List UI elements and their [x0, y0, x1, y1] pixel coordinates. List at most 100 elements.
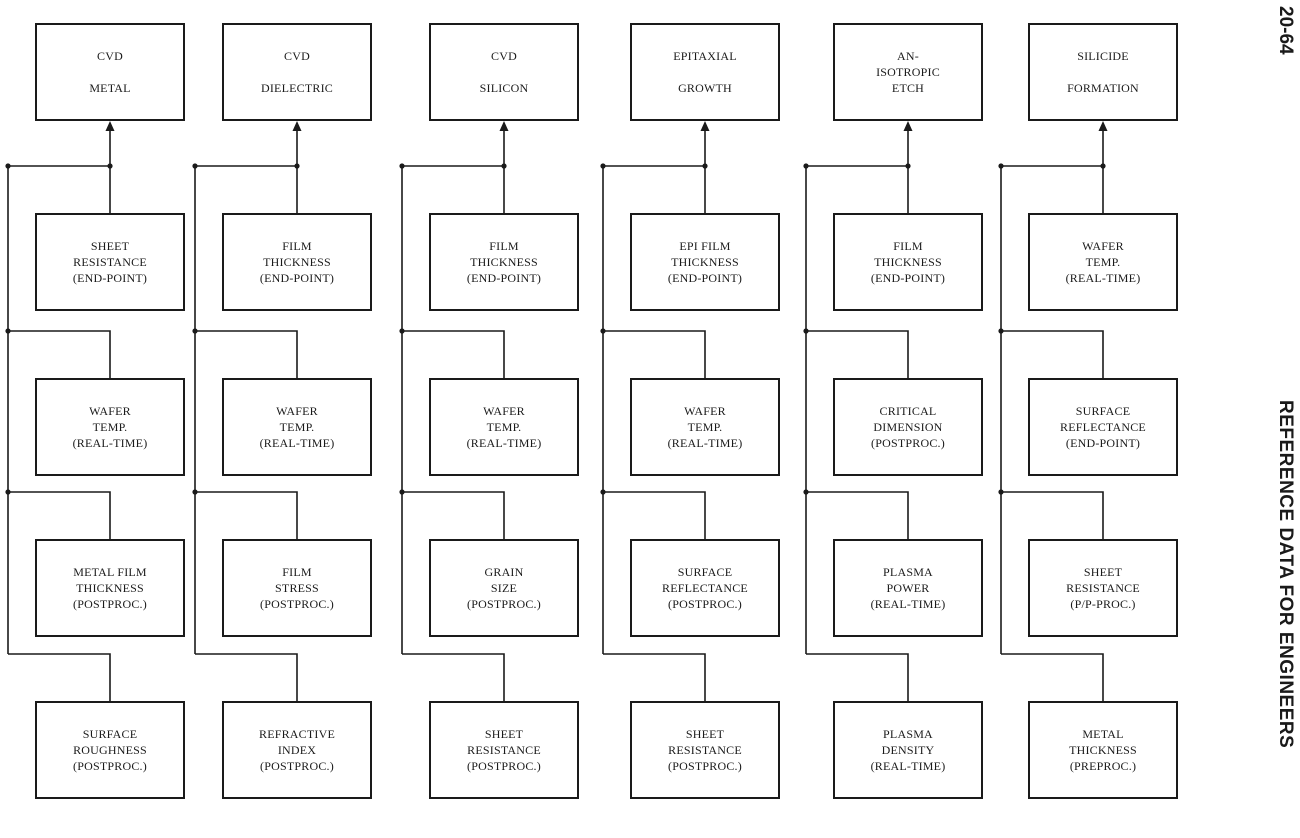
branch-line-1-1: [8, 165, 111, 214]
page-number: 20-64: [1275, 6, 1296, 55]
sensor-box-6-3-line-3: (P/P-PROC.): [1070, 597, 1135, 611]
sensor-box-5-2-line-2: DIMENSION: [873, 420, 942, 434]
arrowhead-2: [292, 121, 302, 131]
sensor-box-5-2-line-3: (POSTPROC.): [871, 436, 945, 450]
junction-dot-3-2: [399, 328, 405, 334]
sensor-box-5-3-line-3: (REAL-TIME): [871, 597, 946, 611]
sensor-box-4-1-frame: [630, 213, 780, 311]
sensor-box-3-2-line-3: (REAL-TIME): [467, 436, 542, 450]
sensor-box-4-3-line-2: REFLECTANCE: [662, 581, 748, 595]
branch-line-1-4: [8, 653, 111, 702]
sensor-box-5-2: CRITICAL DIMENSION (POSTPROC.): [833, 378, 983, 476]
process-box-3-frame: [429, 23, 579, 121]
sensor-box-5-2-frame: [833, 378, 983, 476]
arrowhead-5: [903, 121, 913, 131]
sensor-box-3-1-frame: [429, 213, 579, 311]
sensor-box-4-1-line-1: EPI FILM: [679, 239, 730, 253]
sensor-box-6-1-line-2: TEMP.: [1086, 255, 1121, 269]
junction-dot-2-3: [192, 489, 198, 495]
process-box-4-frame: [630, 23, 780, 121]
sensor-box-6-2-line-3: (END-POINT): [1066, 436, 1140, 450]
process-box-1-line-2: METAL: [89, 81, 130, 95]
sensor-box-2-3-line-1: FILM: [282, 565, 312, 579]
sensor-box-1-2-line-3: (REAL-TIME): [73, 436, 148, 450]
junction-dot-1-1: [5, 163, 11, 169]
junction-dot-3-3: [399, 489, 405, 495]
sensor-box-1-4-line-1: SURFACE: [83, 727, 138, 741]
sensor-box-5-3-frame: [833, 539, 983, 637]
sensor-box-5-4-line-1: PLASMA: [883, 727, 933, 741]
sensor-box-6-4-frame: [1028, 701, 1178, 799]
sensor-box-5-3: PLASMA POWER (REAL-TIME): [833, 539, 983, 637]
junction-dot-4-3: [600, 489, 606, 495]
process-box-6-line-2: FORMATION: [1067, 81, 1139, 95]
junction-dot-1-2: [5, 328, 11, 334]
process-box-1: CVD METAL: [35, 23, 185, 121]
sensor-box-1-1-line-1: SHEET: [91, 239, 130, 253]
sensor-box-2-4-line-2: INDEX: [278, 743, 316, 757]
branch-line-2-3: [195, 491, 298, 540]
branch-line-3-1: [402, 165, 505, 214]
sensor-box-6-3-line-2: RESISTANCE: [1066, 581, 1140, 595]
junction-dot-5-2: [803, 328, 809, 334]
sensor-box-1-4-line-3: (POSTPROC.): [73, 759, 147, 773]
sensor-box-2-3-line-3: (POSTPROC.): [260, 597, 334, 611]
sensor-box-4-1-line-2: THICKNESS: [671, 255, 739, 269]
branch-line-5-1: [806, 165, 909, 214]
junction-dot-6-1: [998, 163, 1004, 169]
sensor-box-2-4-frame: [222, 701, 372, 799]
junction-dot-4-1: [600, 163, 606, 169]
sensor-box-5-3-line-1: PLASMA: [883, 565, 933, 579]
sensor-box-1-1-frame: [35, 213, 185, 311]
sensor-box-5-3-line-2: POWER: [887, 581, 930, 595]
process-box-1-line-1: CVD: [97, 49, 123, 63]
junction-dot-5-1: [803, 163, 809, 169]
branch-line-1-3: [8, 491, 111, 540]
sensor-box-6-4-line-2: THICKNESS: [1069, 743, 1137, 757]
sensor-box-3-3-line-2: SIZE: [491, 581, 517, 595]
sensor-box-2-1-line-3: (END-POINT): [260, 271, 334, 285]
sensor-box-6-2-frame: [1028, 378, 1178, 476]
top-junction-dot-5: [905, 163, 911, 169]
branch-line-6-3: [1001, 491, 1104, 540]
sensor-box-4-2-line-3: (REAL-TIME): [668, 436, 743, 450]
junction-dot-3-1: [399, 163, 405, 169]
sensor-box-5-1-line-1: FILM: [893, 239, 923, 253]
process-box-5-line-3: ETCH: [892, 81, 924, 95]
sensor-box-4-2-line-1: WAFER: [684, 404, 726, 418]
sensor-box-2-3: FILM STRESS (POSTPROC.): [222, 539, 372, 637]
arrowhead-3: [499, 121, 509, 131]
branch-line-4-1: [603, 165, 706, 214]
junction-dot-6-2: [998, 328, 1004, 334]
sensor-box-2-3-line-2: STRESS: [275, 581, 319, 595]
arrowhead-6: [1098, 121, 1108, 131]
sensor-box-4-4-line-3: (POSTPROC.): [668, 759, 742, 773]
sensor-box-3-3-line-3: (POSTPROC.): [467, 597, 541, 611]
arrowhead-1: [105, 121, 115, 131]
sensor-box-3-2-line-1: WAFER: [483, 404, 525, 418]
branch-line-2-2: [195, 330, 298, 379]
sensor-box-4-3-line-1: SURFACE: [678, 565, 733, 579]
process-sensor-diagram: CVDMETALSHEETRESISTANCE(END-POINT)WAFERT…: [5, 23, 1178, 799]
branch-line-2-4: [195, 653, 298, 702]
branch-line-3-3: [402, 491, 505, 540]
process-box-4-line-2: GROWTH: [678, 81, 732, 95]
sensor-box-5-2-line-1: CRITICAL: [880, 404, 937, 418]
process-box-3-line-2: SILICON: [480, 81, 529, 95]
top-junction-dot-1: [107, 163, 113, 169]
sensor-box-3-4-frame: [429, 701, 579, 799]
